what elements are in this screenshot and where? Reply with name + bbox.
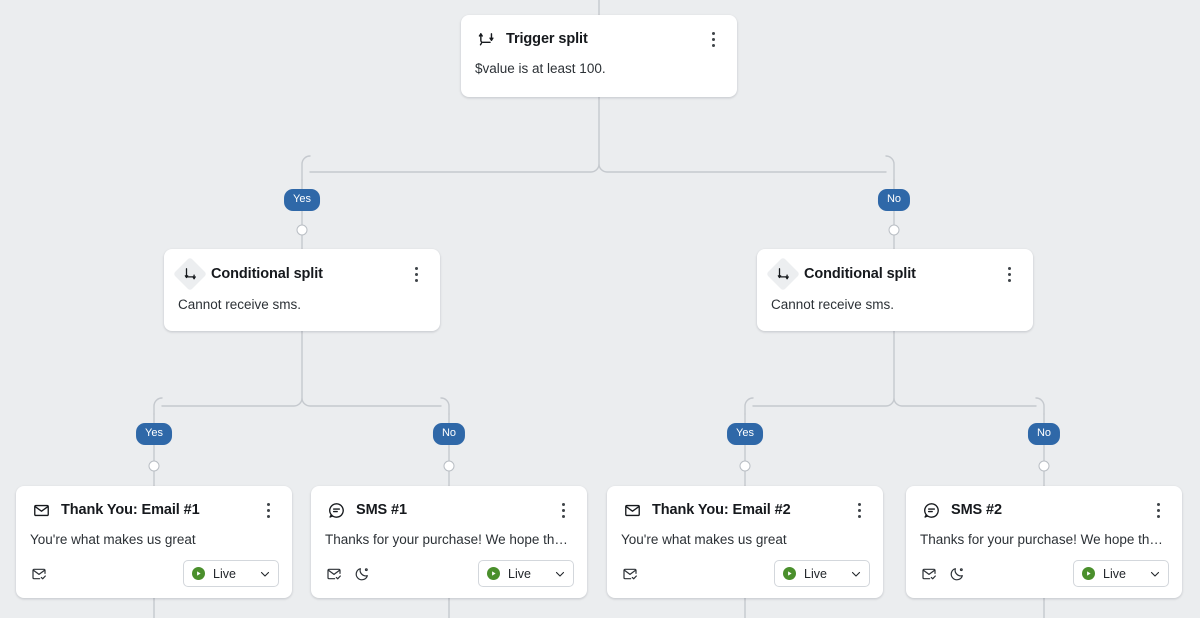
live-play-icon (1082, 567, 1095, 580)
card-footer: Live (906, 549, 1182, 599)
card-sms-2[interactable]: SMS #2 Thanks for your purchase! We hope… (906, 486, 1182, 598)
node-title: Conditional split (211, 266, 323, 282)
connector-dot-right-no[interactable] (1038, 460, 1050, 472)
sms-bubble-icon (920, 499, 942, 521)
card-title: Thank You: Email #1 (61, 502, 200, 518)
conditional-split-icon (173, 257, 207, 291)
connector-dot-left-yes[interactable] (148, 460, 160, 472)
envelope-check-icon[interactable] (30, 565, 47, 582)
connector-dot-right-yes[interactable] (739, 460, 751, 472)
branch-badge-trigger-yes[interactable]: Yes (284, 189, 320, 211)
node-header: Conditional split (757, 249, 1033, 291)
node-menu-button[interactable] (999, 263, 1019, 285)
card-footer: Live (607, 549, 883, 599)
conditional-split-icon (766, 257, 800, 291)
node-title: Conditional split (804, 266, 916, 282)
envelope-check-icon[interactable] (621, 565, 638, 582)
branch-badge-left-yes[interactable]: Yes (136, 423, 172, 445)
card-sms-1[interactable]: SMS #1 Thanks for your purchase! We hope… (311, 486, 587, 598)
chevron-down-icon (553, 567, 567, 581)
status-dropdown[interactable]: Live (1073, 560, 1169, 587)
envelope-check-icon[interactable] (920, 565, 937, 582)
status-dropdown[interactable]: Live (478, 560, 574, 587)
card-footer: Live (311, 549, 587, 599)
card-header: SMS #1 (311, 486, 587, 521)
sms-bubble-icon (325, 499, 347, 521)
node-title: Trigger split (506, 31, 588, 47)
status-dropdown[interactable]: Live (774, 560, 870, 587)
card-menu-button[interactable] (258, 499, 278, 521)
connector-dot-trigger-yes[interactable] (296, 224, 308, 236)
branch-badge-trigger-no[interactable]: No (877, 189, 911, 211)
chevron-down-icon (1148, 567, 1162, 581)
live-play-icon (487, 567, 500, 580)
node-conditional-split-left[interactable]: Conditional split Cannot receive sms. (164, 249, 440, 331)
chevron-down-icon (258, 567, 272, 581)
node-conditional-split-right[interactable]: Conditional split Cannot receive sms. (757, 249, 1033, 331)
envelope-icon (621, 499, 643, 521)
card-title: SMS #1 (356, 502, 407, 518)
chevron-down-icon (849, 567, 863, 581)
connector-dot-trigger-no[interactable] (888, 224, 900, 236)
card-preview-text: You're what makes us great (621, 532, 787, 547)
envelope-check-icon[interactable] (325, 565, 342, 582)
envelope-icon (30, 499, 52, 521)
status-label: Live (1103, 566, 1126, 581)
node-trigger-split[interactable]: Trigger split $value is at least 100. (461, 15, 737, 97)
card-menu-button[interactable] (849, 499, 869, 521)
connector-dot-left-no[interactable] (443, 460, 455, 472)
card-preview-text: You're what makes us great (30, 532, 196, 547)
card-menu-button[interactable] (553, 499, 573, 521)
card-title: Thank You: Email #2 (652, 502, 791, 518)
card-footer: Live (16, 549, 292, 599)
node-header: Trigger split (461, 15, 737, 50)
status-label: Live (508, 566, 531, 581)
card-preview-text: Thanks for your purchase! We hope that … (325, 532, 583, 547)
card-thank-you-email-1[interactable]: Thank You: Email #1 You're what makes us… (16, 486, 292, 598)
card-menu-button[interactable] (1148, 499, 1168, 521)
live-play-icon (192, 567, 205, 580)
card-thank-you-email-2[interactable]: Thank You: Email #2 You're what makes us… (607, 486, 883, 598)
node-header: Conditional split (164, 249, 440, 291)
card-preview-text: Thanks for your purchase! We hope that … (920, 532, 1178, 547)
branch-badge-right-yes[interactable]: Yes (727, 423, 763, 445)
trigger-split-icon (475, 28, 497, 50)
node-description: Cannot receive sms. (178, 297, 302, 312)
status-label: Live (213, 566, 236, 581)
card-header: Thank You: Email #2 (607, 486, 883, 521)
node-menu-button[interactable] (406, 263, 426, 285)
card-header: SMS #2 (906, 486, 1182, 521)
quiet-hours-moon-icon[interactable] (948, 565, 965, 582)
live-play-icon (783, 567, 796, 580)
card-header: Thank You: Email #1 (16, 486, 292, 521)
branch-badge-left-no[interactable]: No (432, 423, 466, 445)
quiet-hours-moon-icon[interactable] (353, 565, 370, 582)
status-label: Live (804, 566, 827, 581)
card-title: SMS #2 (951, 502, 1002, 518)
node-description: Cannot receive sms. (771, 297, 895, 312)
status-dropdown[interactable]: Live (183, 560, 279, 587)
branch-badge-right-no[interactable]: No (1027, 423, 1061, 445)
node-description: $value is at least 100. (475, 61, 606, 76)
node-menu-button[interactable] (703, 28, 723, 50)
